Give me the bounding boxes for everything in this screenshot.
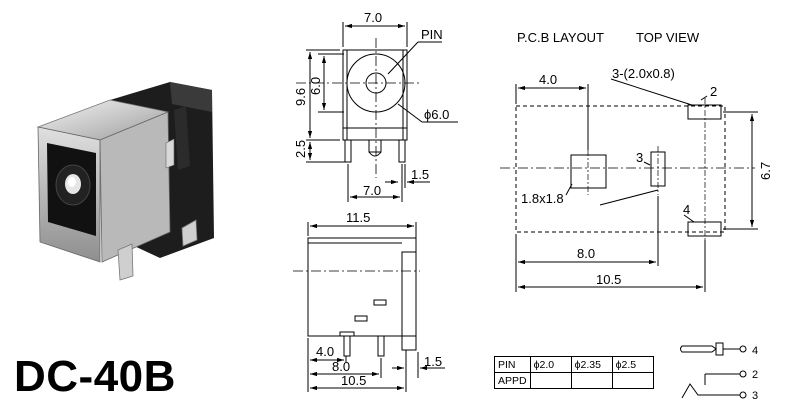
pcb-center-pad: 1.8x1.8 [521,191,564,206]
schematic-symbol [680,342,747,399]
pin-table-cell [529,372,572,389]
pcb-pin-3-label: 3 [636,150,643,165]
pcb-layout [500,78,758,292]
front-pin-width: 1.5 [411,167,429,182]
front-height-hole: 6.0 [308,77,323,95]
pcb-subtitle: TOP VIEW [636,30,700,45]
pcb-dim-total: 10.5 [596,272,621,287]
side-length: 11.5 [346,210,370,225]
side-dim-c: 10.5 [341,373,366,388]
pcb-pin-2-label: 2 [710,84,717,99]
pin-table-row-header: PIN ϕ2.0 ϕ2.35 ϕ2.5 [494,356,654,373]
front-width-bottom: 7.0 [363,183,381,198]
front-width-top: 7.0 [364,10,382,25]
pin-table-cell [611,372,654,389]
pin-table-cell: ϕ2.35 [570,356,613,373]
front-height-pin: 2.5 [293,140,308,158]
product-photo [36,82,214,281]
pcb-dim-height: 6.7 [758,162,773,180]
pcb-dim-top: 4.0 [539,72,557,87]
front-diameter: ϕ6.0 [424,107,449,122]
pcb-pad-spec: 3-(2.0x0.8) [612,66,675,81]
schematic-pin-4: 4 [752,345,758,357]
pin-table-cell: ϕ2.5 [611,356,654,373]
side-pin-offset: 1.5 [424,354,442,369]
side-dim-b: 8.0 [332,359,350,374]
schematic-pin-2: 2 [752,369,758,381]
pcb-pin-4-label: 4 [683,202,690,217]
pin-table-row-appd: APPD [494,372,654,389]
front-view [296,22,458,202]
pin-table-cell: PIN [494,356,531,373]
pcb-dim-mid: 8.0 [577,246,595,261]
schematic-pin-3: 3 [752,390,758,402]
pin-table-cell: APPD [494,372,531,389]
side-dim-a: 4.0 [316,344,334,359]
side-view [293,222,445,392]
pin-table: PIN ϕ2.0 ϕ2.35 ϕ2.5 APPD [494,356,654,389]
front-height-total: 9.6 [293,88,308,106]
front-pin-label: PIN [421,27,443,42]
pin-table-cell: ϕ2.0 [529,356,572,373]
pin-table-cell [570,372,613,389]
model-title: DC-40B [14,352,176,401]
pcb-title: P.C.B LAYOUT [517,30,604,45]
